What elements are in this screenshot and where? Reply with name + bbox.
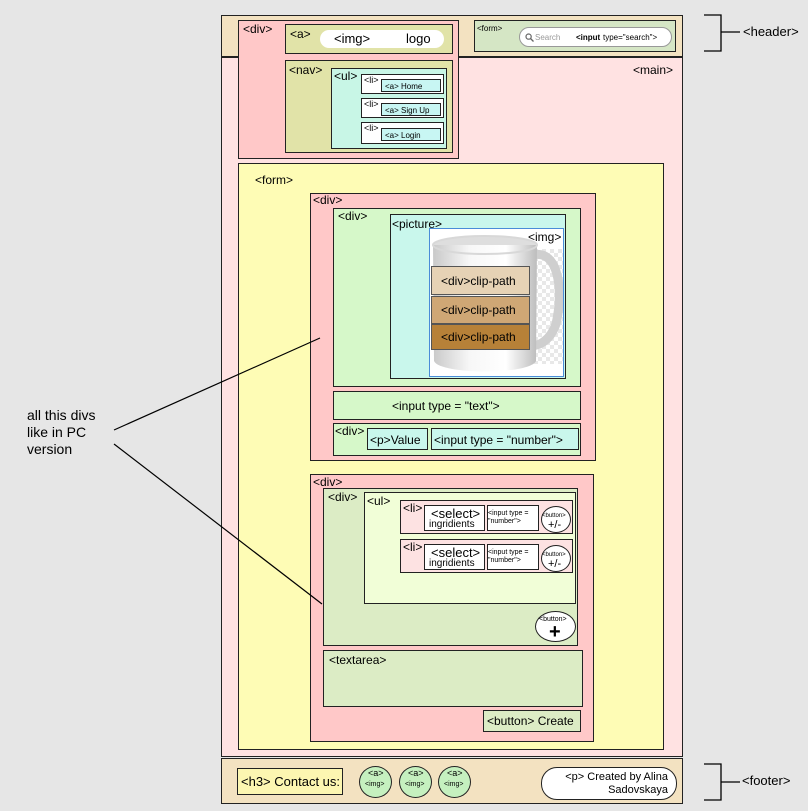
credit-text: <p> Created by Alina Sadovskaya (565, 771, 668, 796)
search-form: <form> Search <input type="search"> (474, 20, 676, 52)
logo-img-tag: <img> (334, 31, 371, 46)
number-input-label: <input type = "number"> (434, 433, 563, 447)
nav-link-home-text: <a> Home (385, 82, 423, 91)
search-placeholder: Search (535, 33, 561, 42)
ingredients-list-div-label: <div> (328, 490, 358, 504)
add-button-tag: <button> (539, 616, 567, 623)
value-div-label: <div> (335, 424, 365, 438)
plus-minus-button-tag: <button> (542, 552, 566, 558)
clip-path-div-1: <div>clip-path (431, 266, 530, 295)
nav-list-label: <ul> (334, 69, 358, 83)
ingredient-select[interactable]: <select> ingridients (424, 505, 485, 531)
textarea-label: <textarea> (329, 653, 387, 667)
search-input-attr: type="search"> (603, 33, 658, 42)
create-button-text: <button> Create (487, 714, 574, 728)
main-form-label: <form> (255, 173, 294, 187)
social-link-img: <img> (365, 781, 385, 788)
plus-glyph: + (549, 621, 561, 643)
plus-minus-glyph: +/- (548, 519, 562, 531)
text-input[interactable]: <input type = "text"> (333, 391, 581, 420)
nav-link-login-text: <a> Login (385, 131, 421, 140)
number-input[interactable]: <input type = "number"> (431, 428, 579, 450)
search-form-label: <form> (477, 24, 503, 33)
image-section-div-label: <div> (313, 193, 343, 207)
mug-img-label: <img> (528, 230, 562, 244)
clip-path-text: <div>clip-path (441, 303, 516, 317)
textarea[interactable]: <textarea> (323, 650, 583, 707)
logo-image: <img> logo (320, 30, 444, 48)
search-input[interactable]: Search <input type="search"> (519, 27, 672, 47)
clip-path-div-3: <div>clip-path (431, 324, 530, 350)
header-side-label: <header> (743, 24, 799, 39)
nav-label: <nav> (289, 63, 323, 77)
ingredient-select-tag: <select> (431, 506, 481, 521)
logo-text: logo (406, 31, 431, 46)
social-link-img: <img> (405, 781, 425, 788)
clip-path-text: <div>clip-path (441, 330, 516, 344)
search-input-tag: <input (576, 33, 601, 42)
nav-li-label: <li> (364, 123, 379, 133)
ingredient-amount-label: <input type = "number"> (488, 510, 529, 525)
clip-path-div-2: <div>clip-path (431, 296, 530, 324)
nav-li-label: <li> (364, 99, 379, 109)
credit-paragraph: <p> Created by Alina Sadovskaya (541, 767, 677, 800)
nav-li-label: <li> (364, 75, 379, 85)
contact-heading: <h3> Contact us: (237, 768, 343, 795)
logo-link[interactable]: <a> <img> logo (285, 24, 453, 54)
ingredient-amount-label: <input type = "number"> (488, 549, 529, 564)
ingredient-select[interactable]: <select> ingridients (424, 544, 485, 570)
footer-side-label: <footer> (742, 773, 791, 788)
social-link-img: <img> (444, 781, 464, 788)
header-div-label: <div> (243, 22, 273, 36)
ingredient-plus-minus-button[interactable]: <button> +/- (541, 506, 571, 533)
nav-link-signup[interactable]: <a> Sign Up (381, 103, 441, 116)
search-icon (525, 33, 534, 42)
contact-heading-text: <h3> Contact us: (241, 774, 341, 789)
ingredient-amount-input[interactable]: <input type = "number"> (487, 505, 539, 531)
create-button[interactable]: <button> Create (483, 710, 581, 732)
text-input-label: <input type = "text"> (392, 399, 500, 413)
social-link-a: <a> (368, 768, 384, 778)
nav-link-home[interactable]: <a> Home (381, 79, 441, 92)
ingredient-select-sub: ingridients (429, 519, 475, 530)
plus-minus-button-tag: <button> (542, 513, 566, 519)
clip-path-text: <div>clip-path (441, 274, 516, 288)
ingredients-section-div-label: <div> (313, 475, 343, 489)
add-ingredient-button[interactable]: <button> + (535, 611, 576, 642)
nav-li-signup: <li> <a> Sign Up (361, 98, 444, 118)
nav-link-signup-text: <a> Sign Up (385, 106, 430, 115)
picture-label: <picture> (392, 217, 443, 231)
nav-link-login[interactable]: <a> Login (381, 128, 441, 141)
nav-li-login: <li> <a> Login (361, 122, 444, 144)
social-link-2[interactable]: <a> <img> (399, 766, 432, 798)
ingredient-select-tag: <select> (431, 545, 481, 560)
ingredient-li-label: <li> (403, 540, 423, 554)
value-paragraph: <p>Value (367, 428, 428, 450)
logo-link-label: <a> (290, 27, 311, 41)
picture-wrapper-div-label: <div> (338, 209, 368, 223)
social-link-3[interactable]: <a> <img> (438, 766, 471, 798)
social-link-a: <a> (408, 768, 424, 778)
ingredients-ul-label: <ul> (367, 494, 391, 508)
value-paragraph-text: <p>Value (370, 433, 421, 447)
ingredient-plus-minus-button[interactable]: <button> +/- (541, 545, 571, 572)
plus-minus-glyph: +/- (548, 558, 562, 570)
social-link-a: <a> (447, 768, 463, 778)
nav-li-home: <li> <a> Home (361, 74, 444, 94)
ingredient-amount-input[interactable]: <input type = "number"> (487, 544, 539, 570)
ingredient-select-sub: ingridients (429, 558, 475, 569)
social-link-1[interactable]: <a> <img> (359, 766, 392, 798)
ingredient-li-label: <li> (403, 501, 423, 515)
annotation-text: all this divs like in PC version (27, 407, 96, 457)
